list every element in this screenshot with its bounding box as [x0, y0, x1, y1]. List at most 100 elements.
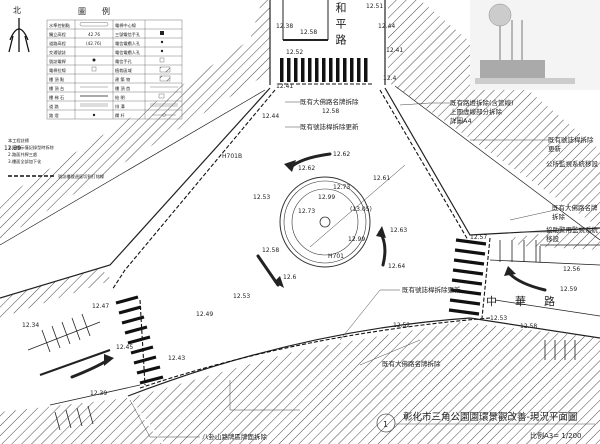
elevation-labels-text: 12.44: [378, 23, 395, 30]
elevation-labels-text: 12.64: [388, 263, 405, 270]
legend-rows-text: 42.76: [88, 32, 100, 37]
annotations-text: 詳圖A4: [450, 116, 472, 125]
traffic-arrows: [70, 152, 547, 379]
elevation-labels-text: 12.99: [318, 194, 335, 201]
legend-rows-text: 交通號誌: [49, 49, 67, 56]
elevation-labels-text: 12.45: [116, 344, 133, 351]
drawing-scale: 比例A3= 1/200: [530, 431, 582, 440]
legend-rows-text: 水準控制點: [49, 22, 71, 29]
legend-rows-text: 建 築 物: [115, 76, 130, 83]
legend-table: [46, 19, 183, 120]
construction-notes-text: 號誌樓號週區切割打除線: [58, 173, 105, 180]
sculpture-photo: [470, 0, 600, 90]
elevation-labels-text: 12.52: [286, 49, 303, 56]
annotations-text: 拆除: [552, 212, 566, 221]
crosswalk-west: [115, 295, 164, 385]
road-name-east: 中華路: [486, 295, 573, 308]
elevation-labels-text: 12.39: [4, 145, 21, 152]
annotations-text: 既有路燈拆除(含管線): [450, 98, 514, 107]
drawing-title: 彰化市三角公園園環景觀改善-現況平面圖: [403, 411, 577, 423]
construction-notes-text: 本工程註標: [8, 137, 30, 144]
elevation-labels-text: 12.73: [298, 208, 315, 215]
north-median: [282, 0, 329, 41]
road-edges: [0, 0, 600, 406]
legend-rows-text: 欄 杆: [115, 112, 126, 119]
annotations-text: 既有號誌桿拆除更新: [300, 122, 359, 131]
elevation-labels-text: 12.58: [262, 247, 279, 254]
elevation-labels-text: 12.53: [253, 194, 270, 201]
crosswalk-north: [280, 58, 368, 82]
arrowhead-icon: [284, 160, 296, 172]
arrowhead-icon: [376, 226, 386, 238]
legend-rows-text: 電桿中心線: [115, 22, 137, 29]
legend-rows-text: 植栽區域: [115, 67, 133, 74]
elevation-labels-text: 12.43: [168, 355, 185, 362]
title-block-text: 1: [383, 420, 388, 429]
road-name-north: 和平路: [334, 2, 347, 50]
legend-rows-text: 號誌電桿: [49, 58, 67, 65]
annotations: 既有大佛路名牌拆除 12.58 既有號誌桿拆除更新 既有路燈拆除(含管線) 上圍…: [202, 97, 599, 441]
legend-rows-text: 電信手孔: [115, 58, 133, 65]
legend-rows-text: 道 路: [49, 103, 60, 110]
arrowhead-icon: [274, 276, 284, 288]
legend-rows-text: 給 閉: [115, 94, 125, 101]
legend-rows-text: 樓 頂 台: [49, 85, 64, 92]
elevation-labels-text: 12.61: [373, 175, 390, 182]
elevation-labels-text: 12.6: [283, 274, 297, 281]
annotations-text: 移設: [546, 234, 560, 243]
annotations-text: 既有號誌桿拆除更新: [402, 285, 461, 294]
elevation-labels-text: (13.05): [350, 206, 372, 213]
elevation-labels-text: 12.41: [276, 83, 293, 90]
legend-rows-text: 電信電纜人孔: [115, 49, 141, 56]
annotations-text: 更新: [548, 144, 562, 153]
demolition-line: [111, 83, 491, 389]
arrowhead-icon: [504, 266, 516, 276]
elevation-labels-text: 12.59: [560, 286, 577, 293]
elevation-labels-text: 12.34: [22, 322, 39, 329]
elevation-labels-text: 12.62: [298, 165, 315, 172]
annotations-text: H701: [328, 253, 344, 260]
legend-title: 圖 例: [78, 6, 110, 16]
elevation-labels-text: 12.99: [348, 236, 365, 243]
annotations-text: 12.58: [322, 108, 339, 115]
construction-notes-text: 2.路面共桿三處: [8, 151, 38, 158]
elevation-labels-text: 12.57: [470, 234, 487, 241]
annotations-text: 既有大佛路名牌拆除: [300, 97, 359, 106]
legend-rows-text: (42.76): [86, 41, 102, 46]
elevation-labels-text: 12.38: [276, 23, 293, 30]
construction-notes: 本工程註標 1.圖標示僅記錄型時拆除 2.路面共桿三處 3.樓面全部加下化 號誌…: [8, 137, 105, 180]
parking-stalls: [41, 240, 600, 431]
legend-rows-text: 道路高程: [49, 40, 67, 47]
elevation-labels-text: 12.47: [92, 303, 109, 310]
elevation-labels-text: 12.44: [262, 113, 279, 120]
annotations-text: 既有大佛路名牌拆除: [382, 359, 441, 368]
central-fountain: [279, 164, 406, 268]
elevation-labels-text: 12.73: [333, 184, 350, 191]
elevation-labels-text: 12.41: [386, 47, 403, 54]
elevation-labels-text: 12.62: [333, 151, 350, 158]
elevation-labels-text: 12.49: [196, 311, 213, 318]
elevation-labels-text: 12.51: [366, 3, 383, 10]
arrowhead-icon: [104, 354, 114, 366]
arrow-icon: [256, 254, 280, 287]
legend-rows-text: 電桿拉線: [49, 67, 67, 74]
legend-rows-text: 三號電信手孔: [115, 31, 141, 38]
crosswalk-east: [448, 238, 487, 316]
elevation-labels-text: 12.53: [233, 293, 250, 300]
legend-rows-text: 排 溝: [115, 103, 126, 110]
legend-rows-text: 電信電纜人孔: [115, 40, 141, 47]
annotations-text: 上圍虛線部分拆除: [450, 107, 503, 116]
annotations-text: 既有號誌桿拆除: [548, 135, 594, 144]
elevation-labels-text: 12.58: [300, 29, 317, 36]
legend-rows-text: 樓 頂 首: [115, 85, 130, 92]
legend-rows: 水準控制點 電桿中心線 獨立高程 42.76 三號電信手孔 道路高程 (42.76) 電信…: [49, 22, 141, 119]
legend-rows-text: 樓 梯 石: [49, 94, 64, 101]
elevation-labels-text: 12.63: [390, 227, 407, 234]
title-block: 1 彰化市三角公園園環景觀改善-現況平面圖 比例A3= 1/200: [376, 411, 595, 440]
legend-rows-text: 獨立高程: [49, 31, 67, 38]
annotations-text: 協助警用監視系統: [546, 225, 599, 234]
elevation-labels-text: 12.52: [393, 322, 410, 329]
construction-notes-text: 1.圖標示僅記錄型時拆除: [8, 144, 55, 151]
